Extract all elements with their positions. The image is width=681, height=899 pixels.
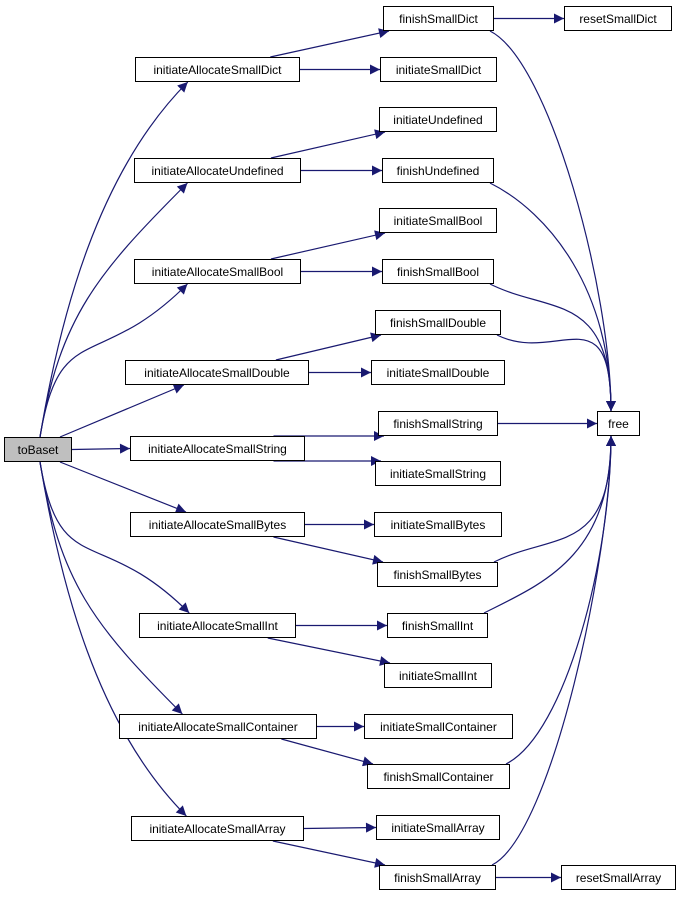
node-finish-small-bool[interactable]: finishSmallBool: [382, 259, 494, 284]
node-initiate-allocate-small-string[interactable]: initiateAllocateSmallString: [130, 436, 305, 461]
node-initiate-allocate-small-double[interactable]: initiateAllocateSmallDouble: [125, 360, 309, 385]
edge-toBaset-to-iaDict: [39, 81, 189, 438]
node-finish-small-dict[interactable]: finishSmallDict: [383, 6, 494, 31]
edge-fCont-to-free: [505, 435, 616, 765]
node-initiate-small-double[interactable]: initiateSmallDouble: [371, 360, 505, 385]
node-finish-small-string[interactable]: finishSmallString: [378, 411, 498, 436]
edge-toBaset-to-iaString: [71, 443, 131, 454]
node-reset-small-dict[interactable]: resetSmallDict: [564, 6, 672, 31]
node-initiate-allocate-small-array[interactable]: initiateAllocateSmallArray: [131, 816, 304, 841]
edge-fUndef-to-free: [489, 182, 616, 412]
node-initiate-allocate-small-dict[interactable]: initiateAllocateSmallDict: [135, 57, 300, 82]
node-initiate-allocate-undefined[interactable]: initiateAllocateUndefined: [134, 158, 301, 183]
node-initiate-undefined[interactable]: initiateUndefined: [379, 107, 497, 132]
node-initiate-small-int[interactable]: initiateSmallInt: [384, 663, 492, 688]
edge-toBaset-to-iaCont: [39, 461, 183, 715]
edge-iaDict-to-fDict: [270, 28, 390, 58]
edge-fDouble-to-free: [496, 334, 616, 412]
edge-iaBytes-to-fBytes: [273, 536, 384, 565]
node-initiate-allocate-small-bool[interactable]: initiateAllocateSmallBool: [134, 259, 301, 284]
node-finish-small-double[interactable]: finishSmallDouble: [375, 310, 501, 335]
node-finish-small-int[interactable]: finishSmallInt: [387, 613, 488, 638]
edge-iaCont-to-fCont: [281, 738, 374, 767]
node-initiate-small-dict[interactable]: initiateSmallDict: [380, 57, 497, 82]
node-initiate-small-bool[interactable]: initiateSmallBool: [379, 208, 497, 233]
node-initiate-allocate-small-int[interactable]: initiateAllocateSmallInt: [139, 613, 296, 638]
node-initiate-small-array[interactable]: initiateSmallArray: [376, 815, 500, 840]
node-free[interactable]: free: [597, 411, 640, 436]
edge-fArray-to-free: [491, 435, 616, 866]
node-reset-small-array[interactable]: resetSmallArray: [561, 865, 676, 890]
edge-iaArray-to-fArray: [272, 840, 386, 868]
node-initiate-small-container[interactable]: initiateSmallContainer: [364, 714, 513, 739]
edge-fBytes-to-free: [493, 435, 616, 563]
node-finish-undefined[interactable]: finishUndefined: [382, 158, 494, 183]
edge-iaArray-to-iArray: [303, 822, 377, 833]
edge-iaBool-to-iBool: [270, 230, 386, 260]
edge-toBaset-to-iaBytes: [59, 461, 187, 513]
node-finish-small-bytes[interactable]: finishSmallBytes: [377, 562, 498, 587]
edge-toBaset-to-iaInt: [39, 461, 190, 614]
edge-iaInt-to-iInt: [267, 637, 391, 666]
node-finish-small-array[interactable]: finishSmallArray: [379, 865, 496, 890]
edge-toBaset-to-iaUndef: [39, 182, 188, 438]
node-initiate-allocate-small-bytes[interactable]: initiateAllocateSmallBytes: [130, 512, 305, 537]
node-to-baset[interactable]: toBaset: [4, 437, 72, 462]
edge-toBaset-to-iaBool: [39, 283, 188, 438]
node-finish-small-container[interactable]: finishSmallContainer: [367, 764, 510, 789]
node-initiate-small-string[interactable]: initiateSmallString: [375, 461, 501, 486]
edge-iaDouble-to-fDouble: [275, 332, 382, 361]
node-initiate-small-bytes[interactable]: initiateSmallBytes: [374, 512, 502, 537]
edge-iaUndef-to-iUndef: [270, 129, 386, 159]
edge-fInt-to-free: [483, 435, 616, 614]
edge-toBaset-to-iaArray: [39, 461, 187, 817]
edge-toBaset-to-iaDouble: [59, 384, 185, 438]
node-initiate-allocate-small-container[interactable]: initiateAllocateSmallContainer: [119, 714, 317, 739]
edge-fDict-to-free: [489, 30, 616, 412]
